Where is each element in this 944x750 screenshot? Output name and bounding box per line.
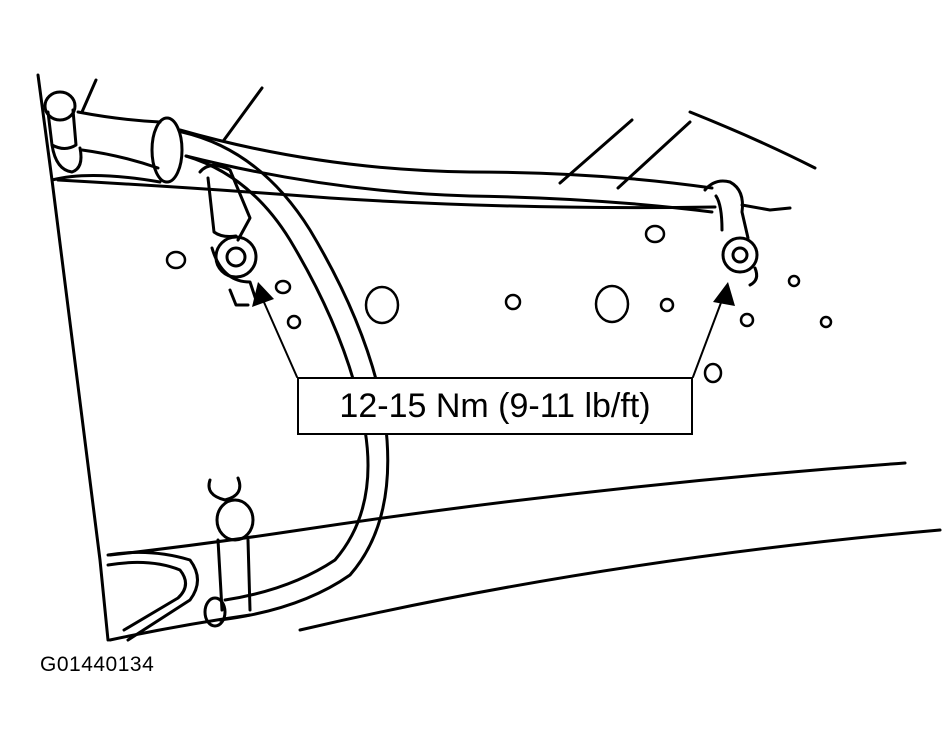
floor-panel — [56, 178, 942, 642]
lower-bracket — [106, 550, 199, 642]
left-frame-rail — [36, 73, 162, 642]
lower-fitting — [207, 476, 255, 612]
left-bolt — [214, 235, 258, 279]
arrowhead-right — [713, 282, 735, 306]
figure-id: G01440134 — [40, 653, 155, 676]
callout-leaders — [262, 299, 723, 378]
left-clip — [198, 164, 258, 307]
arrowhead-left — [252, 282, 274, 307]
right-clip — [703, 179, 792, 287]
torque-spec-callout: 12-15 Nm (9-11 lb/ft) — [297, 377, 693, 435]
background-structure — [222, 86, 817, 190]
callout-arrowheads — [252, 282, 735, 307]
right-bolt — [721, 236, 759, 274]
fitting-upper-left — [43, 78, 184, 184]
panel-holes — [165, 224, 833, 384]
torque-spec-label: 12-15 Nm (9-11 lb/ft) — [339, 386, 651, 425]
